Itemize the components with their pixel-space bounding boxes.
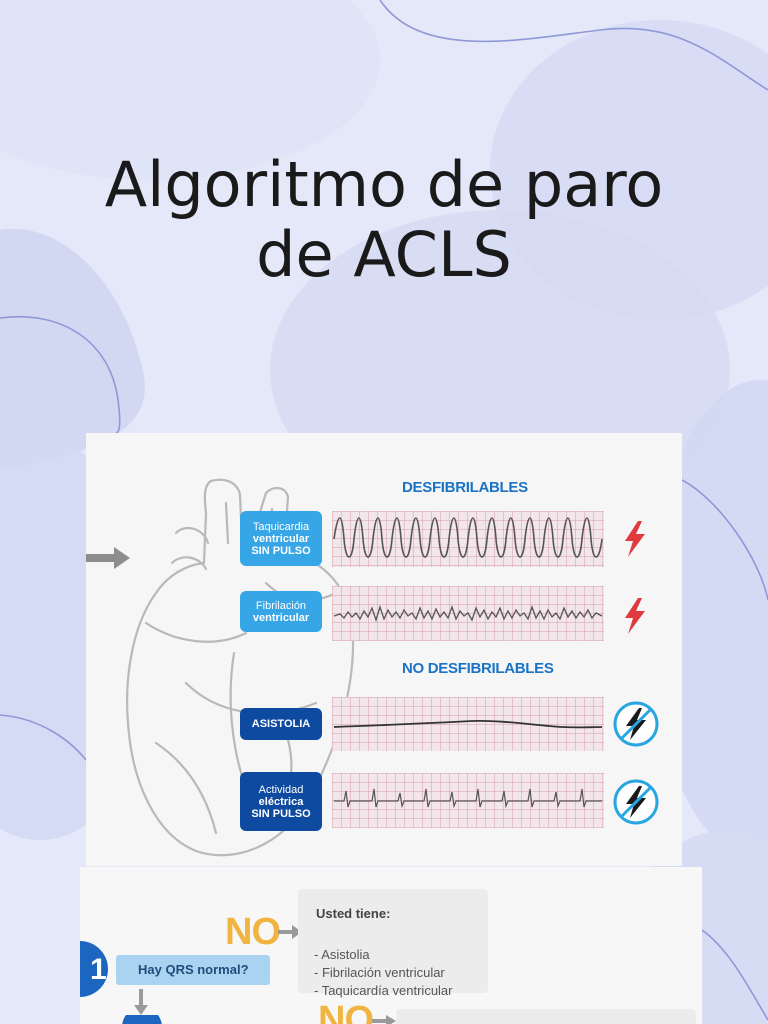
- ecg-strip-pea: [332, 773, 604, 828]
- lightning-bolt-icon: [625, 598, 645, 634]
- info-item: - Fibrilación ventricular: [314, 965, 445, 980]
- step-number-icon: 1: [80, 941, 108, 997]
- arrow-right-icon: [86, 547, 130, 569]
- rhythm-label-line: ventricular: [252, 532, 310, 545]
- rhythm-label-line: Actividad: [258, 783, 304, 796]
- rhythm-label-pea: Actividad eléctrica SIN PULSO: [240, 772, 322, 831]
- no-shock-icon: [613, 701, 659, 747]
- rhythm-figure: DESFIBRILABLES NO DESFIBRILABLES Taquica…: [86, 433, 682, 866]
- decision-figure: NO Usted tiene: - Asistolia - Fibrilació…: [80, 867, 702, 1024]
- question-box: Hay QRS normal?: [116, 955, 270, 985]
- arrow-right-icon: [372, 1015, 396, 1024]
- rhythm-label-line: eléctrica: [258, 795, 304, 808]
- info-box-partial: [396, 1009, 696, 1024]
- ecg-strip-vt: [332, 511, 604, 567]
- rhythm-label-line: Taquicardia: [252, 520, 310, 533]
- rhythm-label-vt: Taquicardia ventricular SIN PULSO: [240, 511, 322, 566]
- step-number: 1: [90, 953, 107, 986]
- no-label: NO: [318, 999, 374, 1024]
- info-item: - Asistolia: [314, 947, 370, 962]
- ecg-strip-asystole: [332, 697, 604, 751]
- no-shock-icon: [613, 779, 659, 825]
- slide-title-line-1: Algoritmo de paro: [104, 148, 664, 221]
- info-item: - Taquicardía ventricular: [314, 983, 453, 998]
- arrow-down-icon: [134, 989, 148, 1015]
- nonshockable-heading: NO DESFIBRILABLES: [402, 660, 554, 677]
- step-circle-partial-icon: [122, 1015, 162, 1024]
- rhythm-label-line: SIN PULSO: [251, 544, 311, 557]
- rhythm-label-line: ventricular: [252, 611, 310, 624]
- arrow-right-icon: [278, 925, 302, 939]
- rhythm-label-line: ASISTOLIA: [251, 718, 311, 730]
- shockable-heading: DESFIBRILABLES: [402, 479, 528, 496]
- ecg-strip-vf: [332, 586, 604, 641]
- slide-title-line-2: de ACLS: [256, 218, 512, 291]
- rhythm-label-asystole: ASISTOLIA: [240, 708, 322, 740]
- rhythm-label-line: Fibrilación: [255, 599, 307, 612]
- rhythm-label-vf: Fibrilación ventricular: [240, 591, 322, 632]
- rhythm-label-line: SIN PULSO: [251, 807, 311, 820]
- info-title: Usted tiene:: [316, 906, 391, 921]
- info-box: Usted tiene: - Asistolia - Fibrilación v…: [298, 889, 488, 998]
- lightning-bolt-icon: [625, 521, 645, 557]
- slide-title: Algoritmo de paro de ACLS: [0, 150, 768, 290]
- no-label: NO: [225, 911, 281, 953]
